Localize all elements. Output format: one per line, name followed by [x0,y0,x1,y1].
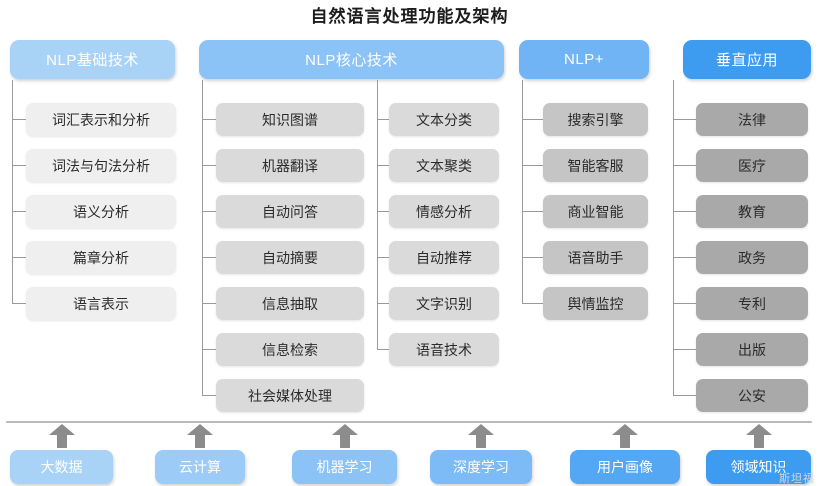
up-arrow-icon [187,424,213,448]
leaf-node[interactable]: 语义分析 [26,195,176,228]
tree-trunk-nlp-basic [12,80,13,303]
tree-branch-nlp-core-b-5 [377,349,389,350]
leaf-node[interactable]: 语音技术 [389,333,499,366]
tree-branch-nlp-core-a-1 [202,165,216,166]
leaf-node[interactable]: 医疗 [696,149,808,182]
foundation-box[interactable]: 大数据 [10,450,113,484]
tree-branch-vertical-application-6 [673,395,696,396]
leaf-node[interactable]: 文本分类 [389,103,499,136]
foundation-box[interactable]: 云计算 [155,450,245,484]
tree-branch-nlp-plus-3 [522,257,543,258]
leaf-node[interactable]: 篇章分析 [26,241,176,274]
leaf-node[interactable]: 公安 [696,379,808,412]
up-arrow-icon [331,424,358,448]
tree-branch-nlp-core-b-0 [377,119,389,120]
tree-branch-nlp-core-b-2 [377,211,389,212]
leaf-node[interactable]: 教育 [696,195,808,228]
tree-branch-nlp-basic-1 [12,165,26,166]
up-arrow-icon [745,424,772,448]
leaf-node[interactable]: 专利 [696,287,808,320]
tree-trunk-nlp-plus [522,80,523,303]
leaf-node[interactable]: 信息检索 [216,333,364,366]
leaf-node[interactable]: 语音助手 [543,241,648,274]
tree-trunk-vertical-application [673,80,674,395]
leaf-node[interactable]: 搜索引擎 [543,103,648,136]
leaf-node[interactable]: 商业智能 [543,195,648,228]
tree-branch-nlp-plus-1 [522,165,543,166]
tree-branch-nlp-core-a-3 [202,257,216,258]
tree-trunk-nlp-core-a [202,80,203,395]
leaf-node[interactable]: 法律 [696,103,808,136]
page-title: 自然语言处理功能及架构 [310,7,509,26]
column-header-nlp-core[interactable]: NLP核心技术 [199,40,504,79]
leaf-node[interactable]: 出版 [696,333,808,366]
tree-branch-vertical-application-2 [673,211,696,212]
tree-branch-nlp-plus-4 [522,303,543,304]
column-header-vertical-application[interactable]: 垂直应用 [683,40,811,79]
tree-branch-nlp-core-b-3 [377,257,389,258]
leaf-node[interactable]: 文本聚类 [389,149,499,182]
leaf-node[interactable]: 情感分析 [389,195,499,228]
tree-branch-nlp-core-a-5 [202,349,216,350]
leaf-node[interactable]: 语言表示 [26,287,176,320]
tree-branch-vertical-application-4 [673,303,696,304]
tree-branch-vertical-application-0 [673,119,696,120]
foundation-box[interactable]: 领域知识 [706,450,811,484]
tree-branch-nlp-plus-0 [522,119,543,120]
leaf-node[interactable]: 信息抽取 [216,287,364,320]
leaf-node[interactable]: 智能客服 [543,149,648,182]
leaf-node[interactable]: 自动问答 [216,195,364,228]
tree-branch-vertical-application-3 [673,257,696,258]
tree-branch-nlp-core-a-6 [202,395,216,396]
foundation-box[interactable]: 机器学习 [292,450,397,484]
tree-branch-nlp-core-b-4 [377,303,389,304]
column-header-nlp-basic[interactable]: NLP基础技术 [10,40,175,79]
tree-branch-nlp-basic-4 [12,303,26,304]
foundation-divider [6,421,812,423]
leaf-node[interactable]: 词法与句法分析 [26,149,176,182]
tree-branch-nlp-core-b-1 [377,165,389,166]
up-arrow-icon [612,424,638,448]
up-arrow-icon [468,424,494,448]
leaf-node[interactable]: 词汇表示和分析 [26,103,176,136]
foundation-box[interactable]: 深度学习 [430,450,532,484]
up-arrow-icon [48,424,75,448]
leaf-node[interactable]: 舆情监控 [543,287,648,320]
leaf-node[interactable]: 自动摘要 [216,241,364,274]
tree-branch-nlp-basic-3 [12,257,26,258]
leaf-node[interactable]: 机器翻译 [216,149,364,182]
tree-branch-nlp-basic-0 [12,119,26,120]
leaf-node[interactable]: 自动推荐 [389,241,499,274]
tree-branch-nlp-core-a-4 [202,303,216,304]
column-header-nlp-plus[interactable]: NLP+ [519,40,649,79]
tree-trunk-nlp-core-b [377,80,378,349]
foundation-box[interactable]: 用户画像 [570,450,680,484]
tree-branch-nlp-core-a-0 [202,119,216,120]
leaf-node[interactable]: 知识图谱 [216,103,364,136]
tree-branch-vertical-application-5 [673,349,696,350]
watermark: 斯坦福 [779,473,815,485]
leaf-node[interactable]: 文字识别 [389,287,499,320]
tree-branch-nlp-basic-2 [12,211,26,212]
tree-branch-vertical-application-1 [673,165,696,166]
tree-branch-nlp-core-a-2 [202,211,216,212]
leaf-node[interactable]: 政务 [696,241,808,274]
tree-branch-nlp-plus-2 [522,211,543,212]
leaf-node[interactable]: 社会媒体处理 [216,379,364,412]
